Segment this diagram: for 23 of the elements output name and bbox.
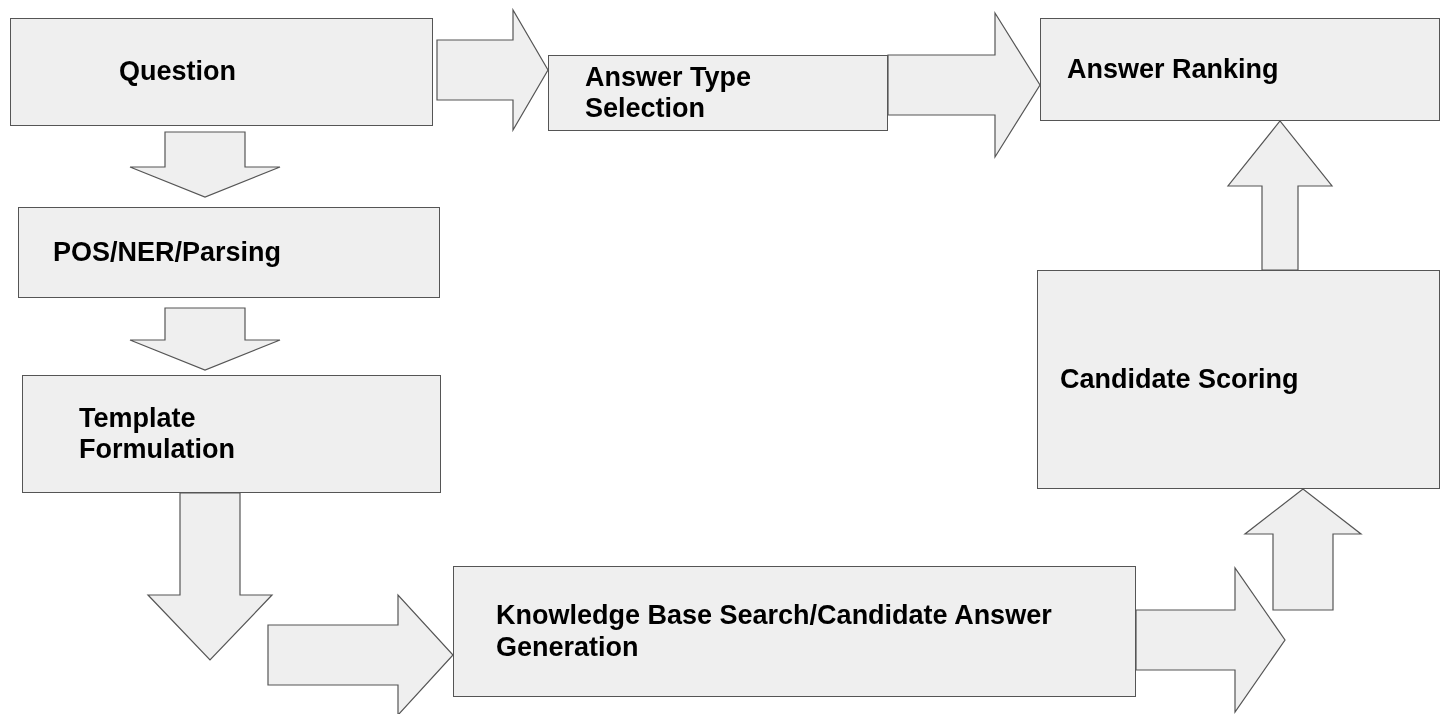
block-arrow	[1243, 488, 1363, 611]
box-label: Candidate Scoring	[1060, 363, 1299, 395]
process-box	[453, 566, 1136, 697]
box-label: Question	[119, 56, 236, 88]
box-label: Knowledge Base Search/Candidate Answer Generation	[496, 600, 1053, 663]
box-label: Template Formulation	[79, 402, 236, 466]
process-box	[10, 18, 433, 126]
box-label: Answer Ranking	[1067, 53, 1279, 85]
block-arrow	[146, 492, 274, 661]
process-box	[1040, 18, 1440, 121]
block-arrow	[436, 7, 549, 133]
block-arrow	[129, 307, 281, 371]
block-arrow	[887, 10, 1041, 160]
box-label: POS/NER/Parsing	[53, 236, 282, 268]
box-label: Answer Type Selection	[585, 61, 753, 125]
process-box	[22, 375, 441, 493]
block-arrow	[129, 131, 281, 198]
process-box	[548, 55, 888, 131]
process-box	[1037, 270, 1440, 489]
block-arrow	[1135, 566, 1286, 714]
process-box	[18, 207, 440, 298]
block-arrow	[267, 593, 454, 714]
block-arrow	[1226, 120, 1334, 271]
